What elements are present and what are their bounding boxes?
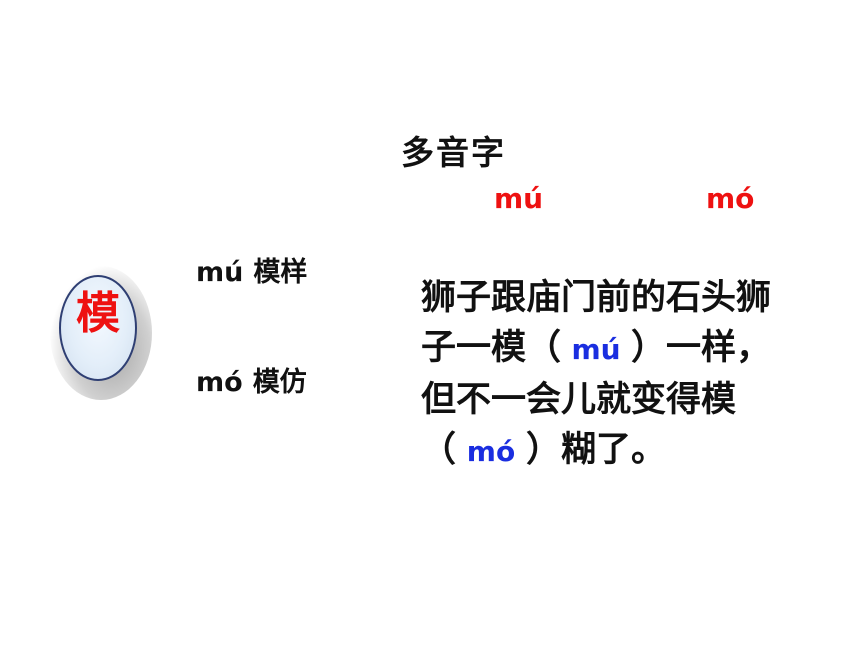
page-title: 多音字	[401, 133, 506, 172]
reading-mo: mó	[706, 182, 755, 215]
sentence-line-4: （ mó ）糊了。	[421, 425, 821, 477]
word-item-muyang: mú 模样	[196, 250, 307, 289]
word-item-mofang: mó 模仿	[196, 360, 307, 399]
word-text: 模仿	[252, 367, 307, 398]
sentence-text: ）糊了。	[526, 430, 667, 470]
answer-blank-1: mú	[571, 333, 621, 366]
sentence-line-2: 子一模（ mú ）一样，	[421, 323, 821, 375]
sentence-line-3: 但不一会儿就变得模	[421, 380, 737, 420]
character-circle	[59, 275, 137, 381]
word-text: 模样	[253, 257, 308, 288]
word-pinyin: mó	[196, 367, 243, 398]
main-character: 模	[76, 288, 120, 339]
sentence-text: （	[421, 430, 457, 470]
word-pinyin: mú	[196, 257, 244, 288]
reading-mu: mú	[494, 182, 544, 215]
sentence-line-1: 狮子跟庙门前的石头狮	[421, 278, 772, 318]
sentence-text: 子一模（	[421, 328, 562, 368]
example-sentence: 狮子跟庙门前的石头狮 子一模（ mú ）一样， 但不一会儿就变得模 （ mó ）糊了。	[421, 273, 821, 477]
sentence-text: ）一样，	[631, 328, 772, 368]
answer-blank-2: mó	[466, 435, 516, 468]
